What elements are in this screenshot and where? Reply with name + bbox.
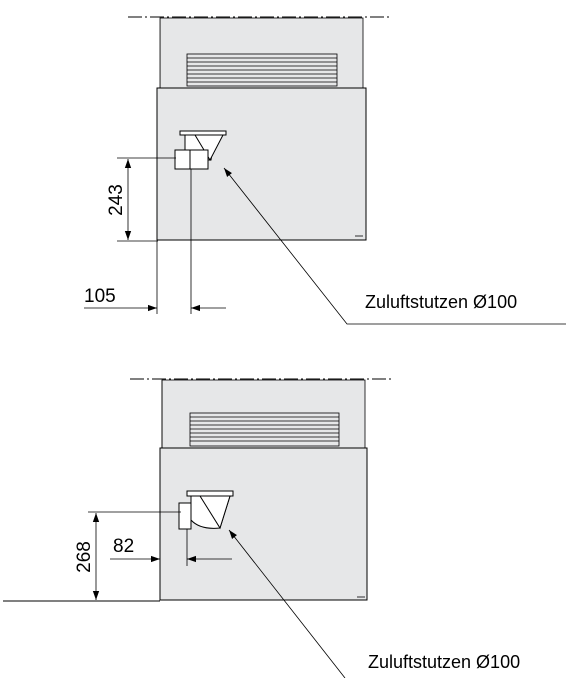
callout-label: Zuluftstutzen Ø100 xyxy=(365,292,517,312)
leader-callout: Zuluftstutzen Ø100 xyxy=(223,167,566,325)
grille xyxy=(189,412,340,447)
view-bottom: 268 82 Zuluftstutzen Ø100 xyxy=(3,378,520,678)
dimension-vertical: 243 xyxy=(106,157,176,242)
duct-connector xyxy=(178,490,234,530)
duct-connector xyxy=(174,130,227,170)
dimension-horizontal: 105 xyxy=(84,169,226,314)
dimension-vertical-label: 268 xyxy=(74,541,95,573)
dimension-horizontal-label: 82 xyxy=(113,536,134,557)
callout-label: Zuluftstutzen Ø100 xyxy=(368,652,520,672)
grille xyxy=(186,53,338,87)
dimension-horizontal-label: 105 xyxy=(84,286,116,307)
dimension-vertical-label: 243 xyxy=(106,184,127,216)
leader-callout: Zuluftstutzen Ø100 xyxy=(228,529,520,678)
dimension-horizontal: 82 xyxy=(110,529,232,566)
view-top: 243 105 Zuluftstutzen Ø100 xyxy=(84,16,566,325)
unit-body xyxy=(156,87,367,241)
dimension-vertical: 268 xyxy=(74,511,181,600)
unit-body xyxy=(159,447,368,601)
